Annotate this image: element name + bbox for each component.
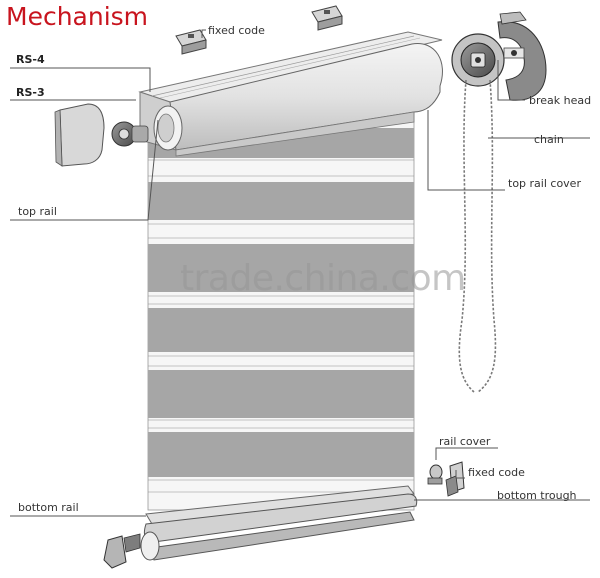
- fixed-code-part-bottom: [446, 462, 464, 496]
- label-chain: chain: [534, 133, 564, 146]
- label-fixed-code-bottom: fixed code: [468, 466, 525, 479]
- label-top-rail-cover: top rail cover: [508, 177, 581, 190]
- label-break-head: break head: [529, 94, 591, 107]
- chain: [459, 80, 495, 392]
- label-rs4: RS-4: [16, 53, 45, 66]
- fabric-panel: [148, 96, 414, 510]
- fabric-dark-band: [148, 370, 414, 418]
- fabric-dark-band: [148, 308, 414, 352]
- label-top-rail: top rail: [18, 205, 57, 218]
- fabric-dark-band: [148, 432, 414, 477]
- watermark: trade.china.com: [180, 258, 466, 299]
- label-fixed-code-top: fixed code: [208, 24, 265, 37]
- fixed-code-bracket-top-2: [312, 6, 342, 30]
- label-bottom-trough: bottom trough: [497, 489, 577, 502]
- chain-wheel: [452, 34, 504, 86]
- label-rs3: RS-3: [16, 86, 45, 99]
- break-head: [498, 12, 546, 100]
- label-bottom-rail: bottom rail: [18, 501, 79, 514]
- rail-cover-part: [428, 465, 442, 484]
- fabric-dark-band: [148, 182, 414, 220]
- bottom-clip: [104, 534, 140, 568]
- label-rail-cover: rail cover: [439, 435, 490, 448]
- end-cap-left: [55, 104, 148, 166]
- diagram-title: Mechanism: [6, 2, 148, 31]
